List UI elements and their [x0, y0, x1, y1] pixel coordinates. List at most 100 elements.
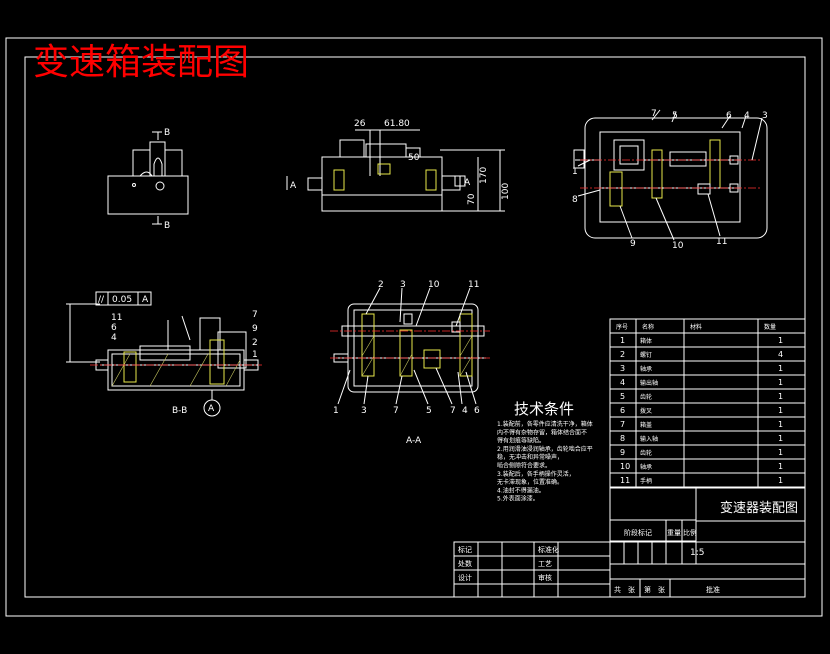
- parts-row-name: 输入轴: [640, 435, 658, 443]
- aa-bottom_labels-0: 1: [333, 406, 339, 416]
- section-aa: A-A: [330, 287, 490, 446]
- tech-heading: 技术条件: [514, 400, 574, 418]
- datum-a-bb: A: [208, 404, 215, 414]
- datum-a-front: A: [464, 178, 471, 188]
- tech-line-3: 2.用润滑油浸润轴承，齿轮啮合应平: [497, 445, 593, 453]
- parts-row-qty: 1: [778, 378, 783, 387]
- scale-value: 1:5: [690, 548, 704, 558]
- parts-row-name: 齿轮: [640, 393, 652, 401]
- marker-b-bottom: B: [164, 221, 170, 231]
- parts-row-qty: 1: [778, 406, 783, 415]
- tech-line-6: 3.装配后，各手柄操作灵活，: [497, 470, 575, 478]
- aa-top_labels-2: 10: [428, 280, 440, 290]
- parts-header-1: 名称: [642, 323, 654, 331]
- parts-row-no: 11: [620, 476, 630, 485]
- bb-labels-0: 11: [111, 313, 122, 323]
- tb-mid-0: 标准化: [538, 545, 559, 554]
- section-aa-label: A-A: [406, 436, 422, 446]
- parts-row-qty: 1: [778, 364, 783, 373]
- aa-bottom_labels-6: 6: [474, 406, 480, 416]
- marker-b-top: B: [164, 128, 170, 138]
- tol-value: 0.05: [112, 295, 132, 305]
- parts-row-name: 齿轮: [640, 449, 652, 457]
- front-labels-0: 7: [651, 109, 657, 119]
- parts-row-no: 7: [620, 420, 625, 429]
- tb-bottom-0: 共: [614, 585, 621, 594]
- dim-26: 26: [354, 119, 366, 129]
- parts-row-no: 3: [620, 364, 625, 373]
- parts-header-2: 材料: [690, 323, 702, 331]
- parts-row-name: 拨叉: [640, 407, 652, 415]
- parts-row-qty: 1: [778, 392, 783, 401]
- section-bb: // 0.05 A A B-B: [66, 291, 262, 417]
- parts-row-name: 轴承: [640, 463, 652, 471]
- parts-row-no: 8: [620, 434, 625, 443]
- weight-label: 重量: [667, 529, 681, 537]
- tech-requirements: 技术条件 1.装配前，各零件应清洗干净，箱体内不得有杂物存留，箱体结合面不得有划…: [497, 400, 593, 503]
- tb-mid-1: 工艺: [538, 560, 552, 568]
- front-labels-5: 1: [572, 167, 578, 177]
- parts-row-name: 轴承: [640, 365, 652, 373]
- tech-line-5: 啮合侧隙符合要求。: [497, 462, 551, 470]
- bb-labels-2: 4: [111, 333, 117, 343]
- tb-bottom-2: 第: [644, 585, 651, 594]
- bb-labels-4: 9: [252, 324, 258, 334]
- tb-left-2: 设计: [458, 573, 472, 582]
- tb-bottom-4: 批准: [706, 585, 720, 594]
- parts-row-no: 2: [620, 350, 625, 359]
- tech-line-9: 5.外表面涂漆。: [497, 495, 539, 503]
- parts-row-qty: 1: [778, 462, 783, 471]
- aa-top_labels-1: 3: [400, 280, 406, 290]
- top-view: [573, 109, 768, 241]
- aa-bottom_labels-3: 5: [426, 406, 432, 416]
- parts-row-no: 5: [620, 392, 625, 401]
- tb-left-0: 标记: [458, 545, 472, 554]
- parts-row-qty: 1: [778, 476, 783, 485]
- dim-50: 50: [408, 153, 420, 163]
- aa-bottom_labels-5: 4: [462, 406, 468, 416]
- parts-row-name: 输出轴: [640, 379, 658, 387]
- bb-labels-5: 2: [252, 338, 258, 348]
- tech-line-8: 4.油封不得漏油。: [497, 486, 545, 494]
- parts-header-3: 数量: [764, 323, 776, 331]
- section-bb-label: B-B: [172, 406, 187, 416]
- parts-row-no: 9: [620, 448, 625, 457]
- dim-70: 70: [467, 193, 477, 205]
- parts-row-qty: 1: [778, 448, 783, 457]
- bb-labels-6: 1: [252, 350, 258, 360]
- tb-bottom-3: 张: [658, 585, 665, 594]
- tb-mid-2: 审核: [538, 573, 552, 582]
- aa-bottom_labels-4: 7: [450, 406, 456, 416]
- parts-row-name: 手柄: [640, 477, 652, 485]
- dim-170: 170: [479, 167, 489, 184]
- parts-row-no: 4: [620, 378, 625, 387]
- aa-bottom_labels-1: 3: [361, 406, 367, 416]
- drawing-title-red: 变速箱装配图: [33, 42, 249, 83]
- bb-labels-3: 7: [252, 310, 258, 320]
- inner-frame: [24, 56, 806, 598]
- title-block: 变速器装配图 阶段标记 重量 比例 1:5 标记 处数 设计 标准化 工艺 审核…: [453, 487, 806, 598]
- tech-line-7: 无卡滞现象，位置准确。: [497, 478, 563, 486]
- outer-frame: [5, 37, 823, 617]
- aa-bottom_labels-2: 7: [393, 406, 399, 416]
- tol-datum: A: [142, 295, 149, 305]
- dim-61: 61.80: [384, 119, 410, 129]
- front-labels-7: 9: [630, 239, 636, 249]
- marker-a-front: A: [290, 181, 297, 191]
- front-labels-2: 6: [726, 111, 732, 121]
- parts-row-qty: 4: [778, 350, 783, 359]
- front-labels-9: 11: [716, 237, 727, 247]
- drawing-name: 变速器装配图: [720, 500, 798, 516]
- front-labels-1: 5: [672, 111, 678, 121]
- tb-bottom-1: 张: [628, 585, 635, 594]
- parts-row-qty: 1: [778, 420, 783, 429]
- parts-header-0: 序号: [616, 323, 628, 331]
- scale-label: 比例: [683, 528, 697, 537]
- front-labels-6: 8: [572, 195, 578, 205]
- front-view: 26 61.80 50 170 100 70 A A: [286, 119, 511, 212]
- front-labels-3: 4: [744, 111, 750, 121]
- aa-top_labels-0: 2: [378, 280, 384, 290]
- tb-left-1: 处数: [458, 559, 472, 568]
